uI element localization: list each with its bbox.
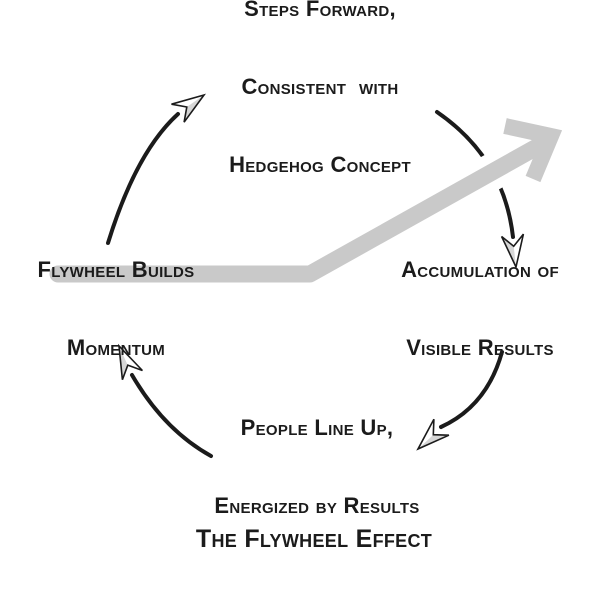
- cycle-arc-left: [106, 112, 180, 245]
- node-label-line: Energized by Results: [214, 493, 420, 518]
- arrowhead-top-icon: [171, 93, 207, 123]
- diagram-title: The Flywheel Effect: [195, 525, 433, 553]
- cycle-arc-bottom-right: [439, 350, 504, 429]
- node-label-accumulation: Accumulation of Visible Results: [401, 205, 559, 413]
- momentum-arrow-head: [503, 118, 563, 183]
- node-label-line: People Line Up,: [240, 415, 394, 440]
- arrowhead-left-outline: [117, 343, 143, 380]
- cycle-arcs: [106, 110, 515, 458]
- arrowhead-right-outline: [500, 233, 525, 270]
- node-label-line: Steps Forward,: [244, 0, 396, 21]
- arrowhead-bottom-right-icon: [416, 418, 450, 451]
- arrowhead-right-icon: [500, 233, 525, 270]
- cycle-arc-bottom-left: [130, 373, 213, 458]
- node-label-people-line-up: People Line Up, Energized by Results: [214, 363, 419, 571]
- arrowhead-bottom-right-outline: [416, 418, 450, 451]
- node-label-flywheel-builds: Flywheel Builds Momentum: [38, 205, 195, 413]
- arrowhead-top-outline: [171, 93, 207, 123]
- node-label-line: Flywheel Builds: [37, 257, 195, 282]
- node-label-line: Visible Results: [406, 335, 554, 360]
- flywheel-momentum-arrow: [49, 118, 563, 283]
- cycle-arrowheads: [117, 93, 525, 451]
- node-label-line: Consistent with: [241, 74, 399, 99]
- node-label-line: Hedgehog Concept: [229, 152, 411, 177]
- node-label-line: Momentum: [66, 335, 166, 360]
- node-label-steps-forward: Steps Forward, Consistent with Hedgehog …: [229, 0, 411, 230]
- arrowhead-left-icon: [117, 343, 143, 380]
- arrowhead-left-shade: [119, 346, 128, 380]
- node-label-line: Accumulation of: [401, 257, 559, 282]
- momentum-arrow-shaft: [49, 134, 553, 283]
